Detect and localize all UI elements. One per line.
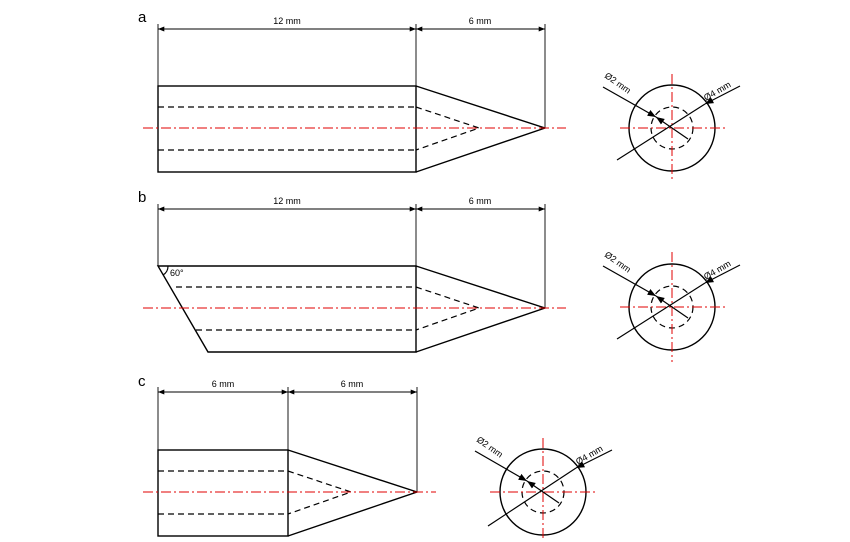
angled-body — [156, 265, 417, 353]
bore-tip — [415, 286, 481, 331]
panel-label-a: a — [138, 9, 147, 26]
panel-b: b 12 mm 6 mm 60° Ø2 mm Ø4 mm — [138, 189, 741, 362]
dimension-label-left: 12 mm — [273, 16, 301, 26]
diameter-label-large: Ø4 mm — [702, 79, 733, 102]
dimension-label-left: 12 mm — [273, 196, 301, 206]
dimension-label-right: 6 mm — [469, 196, 492, 206]
leader-large-line — [616, 103, 706, 161]
diameter-label-large: Ø4 mm — [702, 258, 733, 281]
cross-section-c: Ø2 mm Ø4 mm — [474, 434, 613, 540]
leader-small — [602, 265, 657, 297]
cylinder-body — [157, 449, 289, 537]
dimension-label-right: 6 mm — [469, 16, 492, 26]
panel-label-c: c — [138, 373, 146, 390]
leader-large — [704, 264, 741, 284]
diameter-label-large: Ø4 mm — [574, 443, 605, 466]
bore-tip — [287, 470, 353, 515]
angle-arc — [162, 265, 169, 276]
panel-a: a 12 mm 6 mm Ø2 mm Ø4 mm — [138, 9, 741, 182]
cross-section-a: Ø2 mm Ø4 mm — [602, 70, 741, 182]
leader-large-line — [487, 467, 577, 527]
panel-c: c 6 mm 6 mm Ø2 mm Ø4 mm — [138, 373, 613, 540]
cross-section-b: Ø2 mm Ø4 mm — [602, 249, 741, 362]
leader-small-end — [655, 116, 689, 140]
cone-tip — [415, 85, 548, 173]
panel-label-b: b — [138, 189, 146, 206]
diameter-label-small: Ø2 mm — [603, 70, 633, 95]
leader-small — [602, 86, 657, 118]
cone-tip — [287, 449, 420, 537]
leader-large-line — [616, 282, 706, 340]
diameter-label-small: Ø2 mm — [603, 249, 633, 274]
cylinder-body — [157, 85, 417, 173]
leader-large — [575, 449, 613, 469]
diameter-label-small: Ø2 mm — [475, 434, 505, 459]
leader-small-end — [526, 480, 560, 504]
leader-large — [704, 85, 741, 105]
leader-small-end — [655, 295, 689, 319]
angle-label: 60° — [170, 268, 184, 278]
leader-small — [474, 450, 528, 482]
dimension-label-right: 6 mm — [341, 379, 364, 389]
dimension-label-left: 6 mm — [212, 379, 235, 389]
bore-tip — [415, 106, 481, 151]
cone-tip — [415, 265, 548, 353]
